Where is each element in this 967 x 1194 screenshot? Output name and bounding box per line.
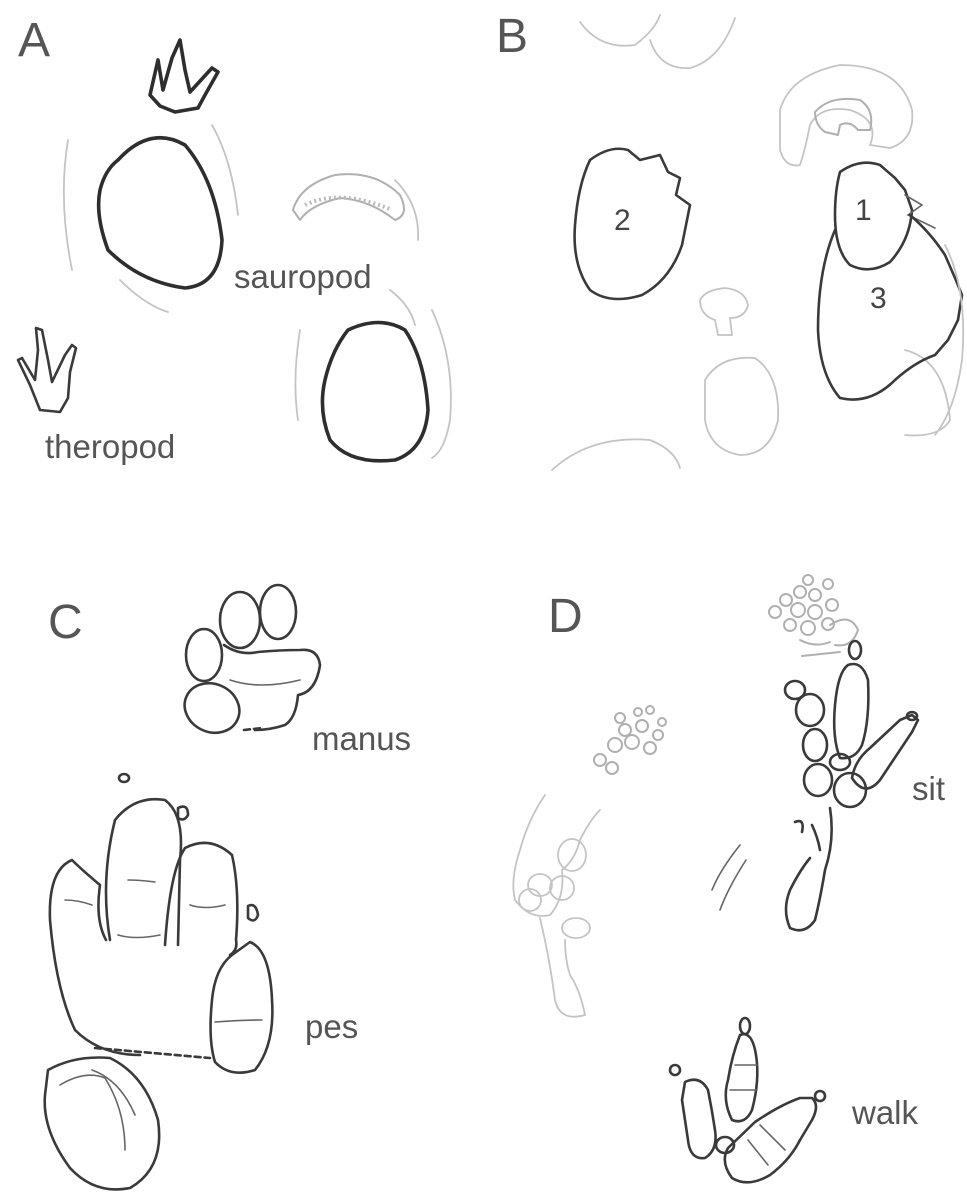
walk-track	[670, 1018, 825, 1182]
sauropod-rim-bottom	[120, 280, 168, 312]
theropod-track-upper	[150, 40, 218, 112]
label-pes: pes	[305, 1008, 358, 1045]
label-track-2: 2	[614, 204, 631, 237]
panel-a-letter: A	[18, 14, 50, 67]
sauropod-pes-lower-top	[390, 290, 415, 325]
sauropod-pes-upper	[99, 138, 222, 288]
panel-d: D	[513, 575, 945, 1182]
theropod-track-lower	[18, 328, 76, 412]
faint-track-mid	[700, 288, 748, 335]
panel-b-letter: B	[496, 10, 528, 63]
panel-c: C	[45, 585, 411, 1189]
panel-b: B 1 2 3	[496, 10, 963, 470]
sauropod-rim-left	[64, 140, 72, 270]
sit-track	[712, 641, 918, 930]
label-track-3: 3	[870, 282, 887, 315]
sauropod-pes-lower	[322, 323, 428, 461]
sauropod-pes-lower-rim-right	[432, 310, 451, 458]
faint-pes	[513, 795, 600, 1017]
label-track-1: 1	[855, 194, 872, 227]
label-theropod: theropod	[45, 428, 175, 465]
panel-a: A sauropod theropod	[18, 14, 451, 465]
sauropod-manus-arc	[395, 180, 418, 240]
track-3	[818, 215, 962, 400]
label-sauropod: sauropod	[234, 258, 372, 295]
label-sit: sit	[912, 770, 945, 807]
sauropod-pes-lower-rim-left	[295, 330, 300, 420]
faint-track-bottom	[552, 439, 680, 470]
faint-track-top	[580, 15, 735, 68]
panel-c-letter: C	[48, 596, 83, 649]
sauropod-manus-faint	[293, 174, 404, 220]
faint-manus-small	[594, 706, 666, 774]
pes-track	[45, 774, 273, 1189]
label-walk: walk	[851, 1094, 919, 1131]
manus-track	[176, 585, 320, 742]
track-1	[835, 163, 912, 270]
label-manus: manus	[312, 720, 411, 757]
faint-manus-top	[769, 575, 858, 656]
panel-d-letter: D	[548, 590, 583, 643]
faint-track-lower	[705, 358, 778, 455]
track-2	[575, 149, 690, 299]
faint-track-topright-outer	[780, 65, 912, 165]
